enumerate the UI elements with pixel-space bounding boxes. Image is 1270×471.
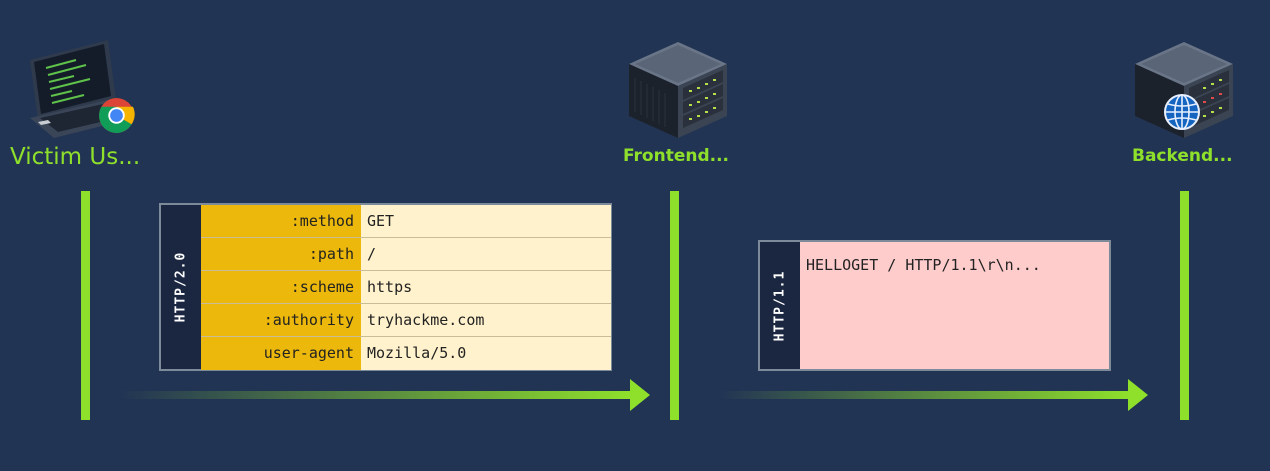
header-row-scheme: :scheme https xyxy=(201,271,611,304)
header-row-user-agent: user-agent Mozilla/5.0 xyxy=(201,337,611,370)
header-value: Mozilla/5.0 xyxy=(361,337,611,370)
header-row-authority: :authority tryhackme.com xyxy=(201,304,611,337)
frontend-server-icon xyxy=(629,42,727,138)
http2-side-band: HTTP/2.0 xyxy=(161,205,201,369)
http1-body: HELLOGET / HTTP/1.1\r\n... xyxy=(800,242,1109,369)
header-value: / xyxy=(361,238,611,270)
victim-user-label: Victim Us... xyxy=(10,144,141,170)
victim-lifeline xyxy=(81,191,90,420)
header-row-method: :method GET xyxy=(201,205,611,238)
backend-server-icon xyxy=(1135,42,1233,138)
http1-side-band: HTTP/1.1 xyxy=(760,242,800,369)
http2-header-table: :method GET :path / :scheme https :autho… xyxy=(201,205,611,371)
http2-frame: HTTP/2.0 :method GET :path / :scheme htt… xyxy=(159,203,612,371)
http1-frame: HTTP/1.1 HELLOGET / HTTP/1.1\r\n... xyxy=(758,240,1111,371)
chrome-icon xyxy=(99,98,135,133)
header-key: user-agent xyxy=(201,337,361,370)
frontend-label: Frontend... xyxy=(623,146,729,166)
header-value: tryhackme.com xyxy=(361,304,611,336)
backend-lifeline xyxy=(1180,191,1189,420)
backend-label: Backend... xyxy=(1132,146,1233,166)
header-value: https xyxy=(361,271,611,303)
globe-icon xyxy=(1164,94,1200,130)
header-key: :scheme xyxy=(201,271,361,303)
http1-request-text: HELLOGET / HTTP/1.1\r\n... xyxy=(806,256,1041,274)
arrow-victim-to-frontend xyxy=(120,379,650,411)
header-key: :authority xyxy=(201,304,361,336)
frontend-lifeline xyxy=(670,191,679,420)
arrow-frontend-to-backend xyxy=(720,379,1148,411)
header-key: :path xyxy=(201,238,361,270)
header-value: GET xyxy=(361,205,611,237)
header-key: :method xyxy=(201,205,361,237)
http2-protocol-label: HTTP/2.0 xyxy=(173,251,189,323)
header-row-path: :path / xyxy=(201,238,611,271)
http1-protocol-label: HTTP/1.1 xyxy=(772,270,788,341)
